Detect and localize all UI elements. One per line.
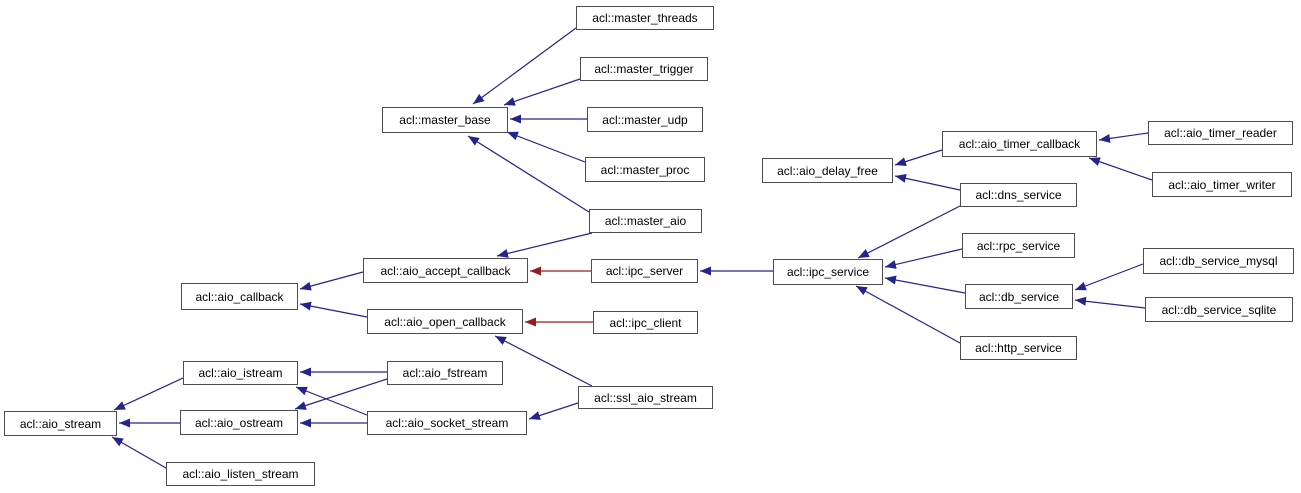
class-node-aio_listen_stream[interactable]: acl::aio_listen_stream (166, 462, 315, 486)
class-node-db_service_mysql[interactable]: acl::db_service_mysql (1143, 248, 1294, 274)
inheritance-edge-ssl_aio_stream-to-aio_open_callback (494, 335, 593, 387)
inheritance-edge-master_aio-to-aio_accept_callback (496, 232, 593, 258)
class-node-aio_callback[interactable]: acl::aio_callback (181, 283, 298, 310)
class-node-master_udp[interactable]: acl::master_udp (587, 107, 703, 132)
inheritance-edge-aio_istream-to-aio_stream (113, 377, 184, 411)
inheritance-edge-db_service_sqlite-to-db_service (1074, 296, 1146, 309)
class-node-aio_socket_stream[interactable]: acl::aio_socket_stream (367, 411, 527, 435)
class-node-aio_ostream[interactable]: acl::aio_ostream (180, 410, 298, 435)
inheritance-edge-aio_open_callback-to-aio_callback (299, 301, 368, 318)
inheritance-edge-aio_timer_writer-to-aio_timer_callback (1088, 157, 1153, 181)
class-node-master_trigger[interactable]: acl::master_trigger (580, 57, 708, 81)
inheritance-edge-master_proc-to-master_base (506, 131, 586, 163)
class-node-master_aio[interactable]: acl::master_aio (589, 209, 702, 233)
class-node-ipc_service[interactable]: acl::ipc_service (773, 259, 883, 285)
class-node-master_base[interactable]: acl::master_base (382, 107, 508, 133)
class-node-db_service_sqlite[interactable]: acl::db_service_sqlite (1145, 297, 1293, 322)
class-node-ipc_server[interactable]: acl::ipc_server (591, 259, 698, 283)
inheritance-edge-master_threads-to-master_base (472, 27, 577, 105)
class-node-aio_timer_reader[interactable]: acl::aio_timer_reader (1148, 121, 1293, 145)
inheritance-edge-rpc_service-to-ipc_service (884, 248, 963, 269)
edges-group (111, 27, 1153, 469)
class-node-dns_service[interactable]: acl::dns_service (960, 183, 1077, 207)
class-node-aio_timer_writer[interactable]: acl::aio_timer_writer (1152, 172, 1292, 197)
inheritance-edge-db_service-to-ipc_service (884, 275, 966, 294)
class-node-rpc_service[interactable]: acl::rpc_service (962, 233, 1075, 258)
class-node-db_service[interactable]: acl::db_service (965, 284, 1073, 309)
inheritance-edge-aio_accept_callback-to-aio_callback (299, 271, 364, 291)
inheritance-edge-aio_listen_stream-to-aio_stream (111, 436, 167, 469)
class-node-aio_istream[interactable]: acl::aio_istream (183, 361, 298, 385)
inheritance-edge-db_service_mysql-to-db_service (1074, 263, 1144, 291)
class-node-aio_fstream[interactable]: acl::aio_fstream (387, 361, 503, 385)
class-node-master_proc[interactable]: acl::master_proc (585, 157, 705, 182)
inheritance-edge-dns_service-to-aio_delay_free (894, 173, 961, 191)
inheritance-edge-master_trigger-to-master_base (503, 78, 581, 106)
class-node-aio_accept_callback[interactable]: acl::aio_accept_callback (363, 258, 528, 283)
inheritance-edge-aio_fstream-to-aio_ostream (294, 378, 388, 410)
class-node-aio_stream[interactable]: acl::aio_stream (4, 411, 117, 436)
inheritance-edge-master_aio-to-master_base (467, 135, 590, 213)
class-node-aio_open_callback[interactable]: acl::aio_open_callback (367, 309, 523, 334)
class-node-ipc_client[interactable]: acl::ipc_client (593, 311, 698, 334)
inheritance-edge-dns_service-to-ipc_service (857, 205, 961, 259)
class-node-http_service[interactable]: acl::http_service (960, 336, 1077, 360)
inheritance-edge-aio_timer_callback-to-aio_delay_free (894, 149, 943, 166)
inheritance-edge-aio_socket_stream-to-aio_istream (295, 386, 368, 416)
class-node-master_threads[interactable]: acl::master_threads (576, 6, 714, 30)
class-node-ssl_aio_stream[interactable]: acl::ssl_aio_stream (578, 386, 713, 409)
class-node-aio_timer_callback[interactable]: acl::aio_timer_callback (942, 131, 1097, 157)
inheritance-edge-aio_timer_reader-to-aio_timer_callback (1098, 132, 1149, 143)
inheritance-edge-http_service-to-ipc_service (855, 285, 961, 344)
class-node-aio_delay_free[interactable]: acl::aio_delay_free (762, 158, 893, 183)
inheritance-edge-ssl_aio_stream-to-aio_socket_stream (528, 402, 579, 420)
